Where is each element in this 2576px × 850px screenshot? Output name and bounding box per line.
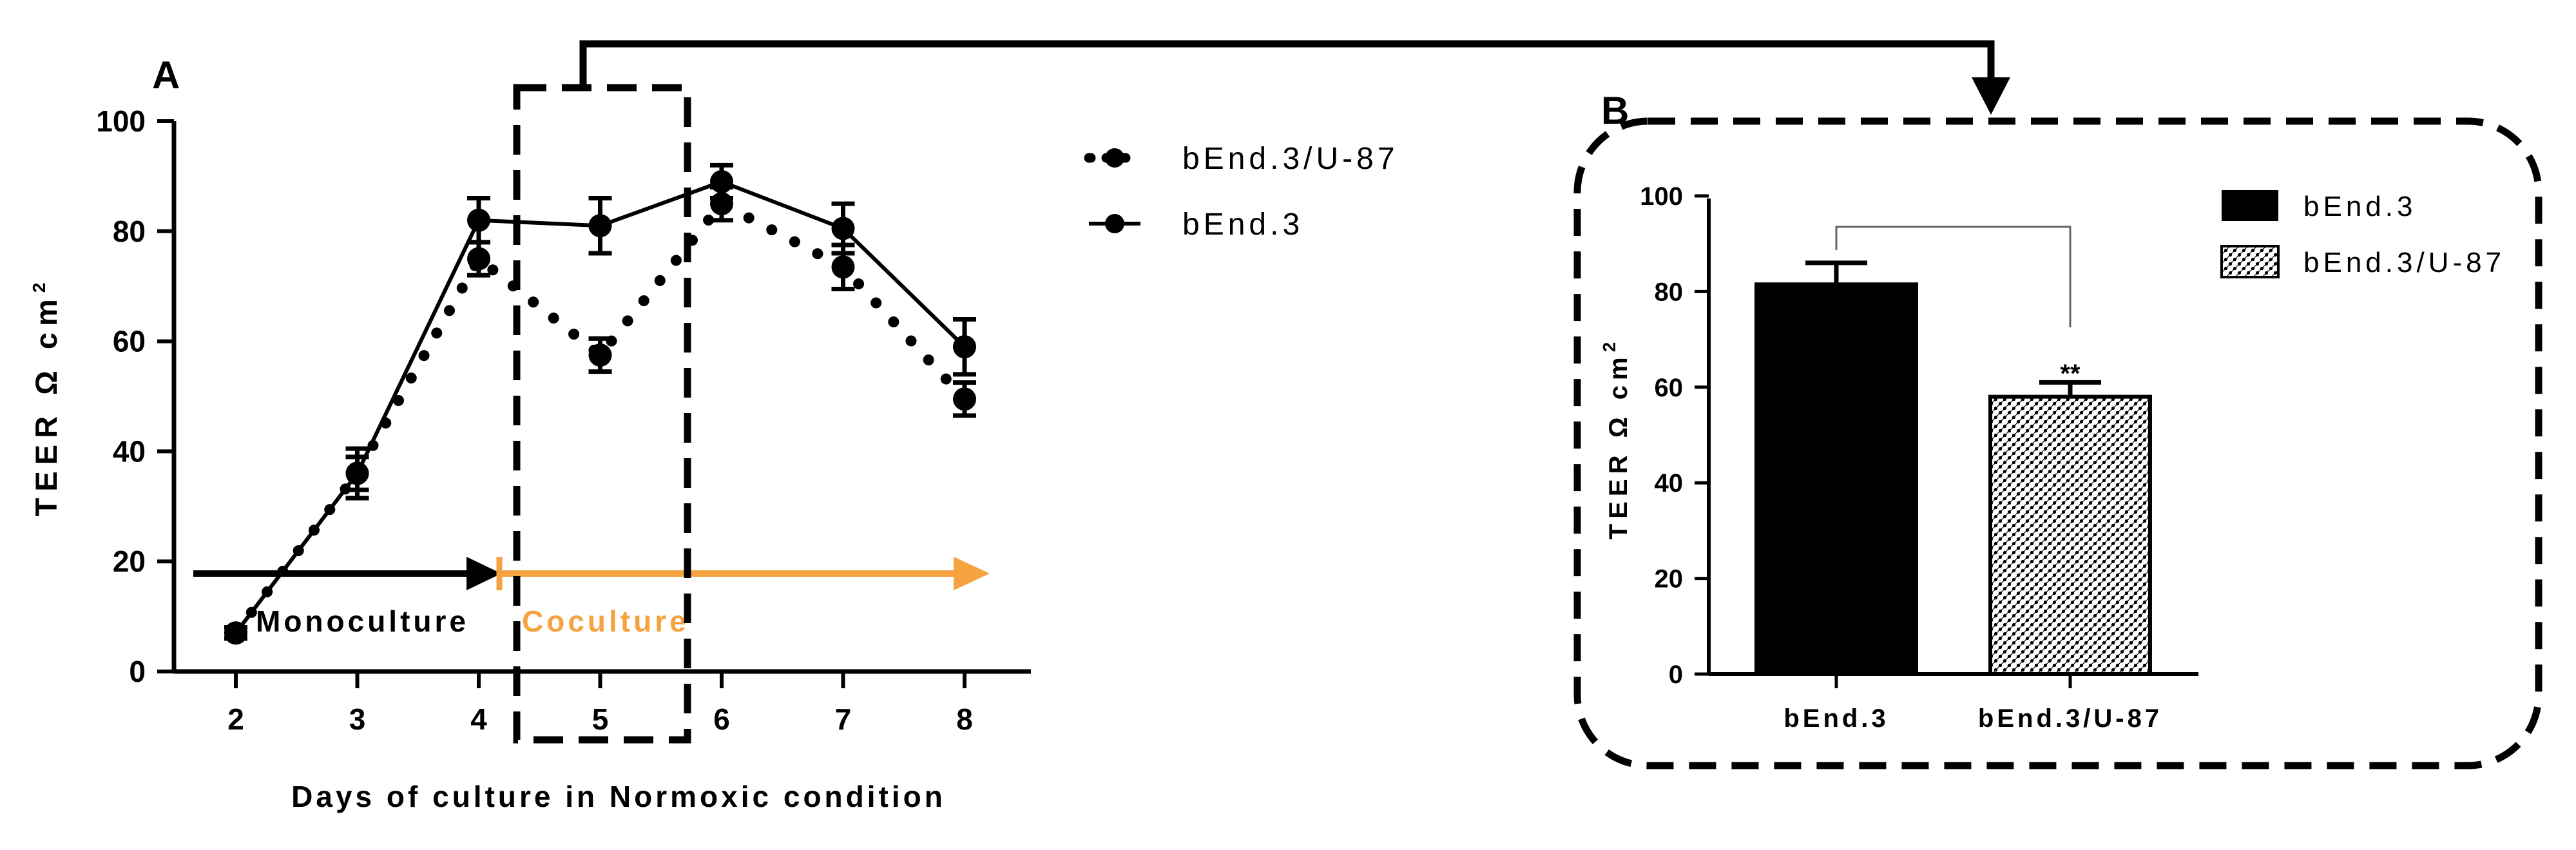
y-tick-label-a: 60 [113,325,146,358]
bar-1 [1988,394,2152,676]
y-tick-label-b: 100 [1640,182,1683,211]
x-axis-a: 2 3 4 5 6 7 8 [174,669,1031,736]
legend-a-label-mono: bEnd.3 [1182,208,1303,242]
x-ticks-a: 2 3 4 5 6 7 8 [227,671,973,736]
coculture-arrow [496,557,990,590]
data-point-0 [467,247,490,271]
significance-marker: ** [2060,360,2081,388]
y-tick-label-a: 100 [96,104,146,138]
y-tick-label-a: 20 [113,545,146,578]
y-tick-label-a: 80 [113,215,146,248]
x-axis-label-a: Days of culture in Normoxic condition [291,780,946,813]
series-layer-a [224,162,976,645]
y-tick-label-b: 20 [1655,565,1684,594]
panel-b: B 0 20 40 60 80 100 bEnd.3 bEnd.3/U-87 TEER Ω … [1573,89,2542,769]
panel-a: A 0 20 40 60 80 100 2 3 4 5 6 7 8 TEER Ω cm2 Days o… [29,53,1399,813]
legend-b-label-mono: bEnd.3 [2303,191,2416,222]
x-tick-label-a: 6 [713,702,730,736]
x-tick-label-a: 7 [835,702,852,736]
monoculture-arrow [193,557,501,590]
legend-b: bEnd.3 bEnd.3/U-87 [2220,190,2505,278]
y-tick-label-b: 80 [1655,278,1684,306]
x-axis-b: bEnd.3 bEnd.3/U-87 [1709,672,2198,733]
y-tick-label-b: 0 [1669,661,1683,689]
y-tick-label-a: 0 [129,655,146,688]
y-axis-label-b: TEER Ω cm2 [1599,337,1633,539]
legend-a-item-mono: bEnd.3 [1089,208,1303,242]
data-point-0 [831,255,855,279]
panel-b-frame [1573,117,2542,769]
data-point-0 [953,387,976,411]
x-ticks-b: bEnd.3 bEnd.3/U-87 [1783,674,2162,733]
data-point-0 [588,343,612,367]
y-ticks-b: 0 20 40 60 80 100 [1640,182,1709,689]
data-point-1 [224,621,247,645]
legend-b-label-coculture: bEnd.3/U-87 [2303,247,2505,278]
legend-a-item-coculture: bEnd.3/U-87 [1084,142,1399,176]
panel-a-label: A [152,53,180,97]
panel-b-label: B [1601,89,1629,132]
data-point-1 [710,169,733,193]
y-ticks-a: 0 20 40 60 80 100 [96,104,174,688]
x-tick-label-b: bEnd.3/U-87 [1978,704,2162,733]
bars-layer-b [1754,260,2152,676]
x-tick-label-a: 3 [349,702,366,736]
legend-b-swatch-mono [2222,190,2278,221]
y-axis-a: 0 20 40 60 80 100 [96,104,177,688]
data-point-1 [831,217,855,240]
x-tick-label-b: bEnd.3 [1783,704,1889,733]
data-point-1 [588,214,612,238]
y-tick-label-b: 60 [1655,374,1684,402]
data-point-1 [345,461,369,485]
legend-a-label-coculture: bEnd.3/U-87 [1182,142,1399,176]
day5-selection-box [513,84,691,744]
series-line-0 [230,197,970,639]
bar-0 [1754,282,1918,676]
y-tick-label-b: 40 [1655,469,1684,497]
monoculture-label: Monoculture [256,604,469,638]
x-tick-label-a: 2 [227,702,244,736]
legend-a: bEnd.3/U-87 bEnd.3 [1084,142,1399,242]
x-tick-label-a: 5 [592,702,609,736]
legend-b-item-coculture: bEnd.3/U-87 [2220,245,2505,278]
x-tick-label-a: 4 [470,702,487,736]
data-point-1 [953,335,976,359]
y-axis-b: 0 20 40 60 80 100 [1640,182,1711,689]
legend-b-swatch-coculture [2220,245,2280,278]
y-tick-label-a: 40 [113,434,146,468]
coculture-label: Coculture [522,604,689,638]
connector-arrow [579,40,2010,115]
legend-b-item-mono: bEnd.3 [2222,190,2416,222]
x-tick-label-a: 8 [956,702,973,736]
data-point-1 [467,208,490,232]
significance-bracket [1835,226,2071,327]
y-axis-label-a: TEER Ω cm2 [29,276,63,517]
